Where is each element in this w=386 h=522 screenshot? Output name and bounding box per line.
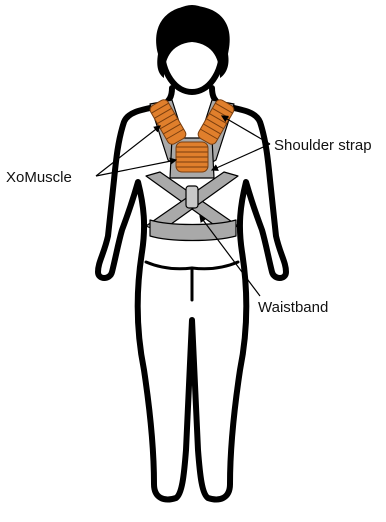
label-waistband: Waistband (258, 299, 328, 316)
human-figure (98, 8, 286, 499)
xomuscle-right (196, 98, 235, 146)
waistband (150, 220, 236, 241)
buckle (186, 186, 198, 208)
xomuscle-center (176, 142, 208, 172)
leader-shoulder-2 (212, 144, 270, 170)
xomuscle-left (148, 98, 187, 146)
leader-xomuscle-1 (96, 126, 160, 176)
label-xomuscle: XoMuscle (6, 169, 72, 186)
leader-xomuscle-2 (96, 160, 176, 176)
label-shoulder-strap: Shoulder strap (274, 137, 372, 154)
